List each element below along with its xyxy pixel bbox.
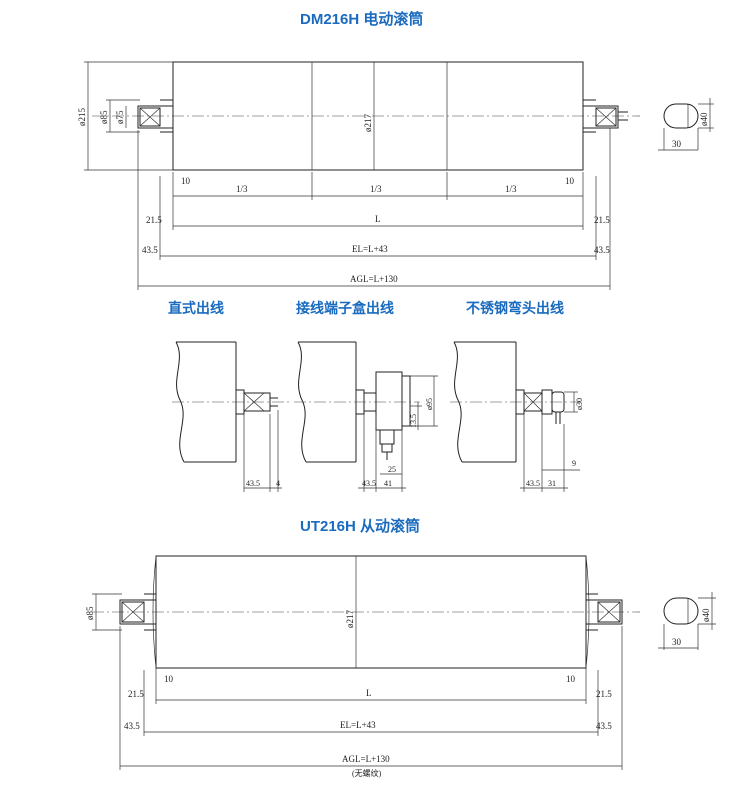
- idler-pulley-drawing: ø85 ø217 10 10 L 21.5 21.5 EL=L+43 43.5 …: [85, 555, 716, 778]
- title-terminal-box-outlet: 接线端子盒出线: [296, 300, 394, 316]
- dim-L: L: [375, 214, 381, 224]
- dim-25-box: 25: [388, 465, 396, 474]
- title-idler-pulley: UT216H 从动滚筒: [300, 518, 421, 535]
- dim-13-5-box: 13.5: [409, 414, 418, 428]
- dim-43-5-direct: 43.5: [246, 479, 260, 488]
- terminal-box-outlet-detail: ø95 13.5 25 43.5 41: [294, 341, 438, 492]
- dim-d85: ø85: [99, 110, 109, 124]
- dim-43-5-left: 43.5: [142, 245, 158, 255]
- dim-d75: ø75: [115, 110, 125, 124]
- dim-third-2: 1/3: [370, 184, 382, 194]
- dim-43-5-elbow: 43.5: [526, 479, 540, 488]
- dim-43-5-right-idler: 43.5: [596, 721, 612, 731]
- dim-43-5-box: 43.5: [362, 479, 376, 488]
- dim-ten-right-idler: 10: [566, 674, 576, 684]
- dim-30-bottom: 30: [672, 637, 682, 647]
- dim-L-idler: L: [366, 688, 372, 698]
- dim-ten-right: 10: [565, 176, 575, 186]
- dim-30-top: 30: [672, 139, 682, 149]
- direct-outlet-detail: 43.5 4: [172, 341, 290, 492]
- dim-AGL-idler: AGL=L+130: [342, 754, 390, 764]
- dim-43-5-left-idler: 43.5: [124, 721, 140, 731]
- dim-d215: ø215: [77, 108, 87, 127]
- note-no-thread: (无螺纹): [352, 768, 382, 778]
- dim-EL: EL=L+43: [352, 244, 388, 254]
- dim-4-direct: 4: [276, 479, 280, 488]
- dim-d217-idler: ø217: [345, 610, 355, 629]
- dim-d95-box: ø95: [425, 398, 434, 410]
- dim-41-box: 41: [384, 479, 392, 488]
- title-elbow-outlet: 不锈钢弯头出线: [466, 300, 564, 316]
- dim-d30-elbow: ø30: [575, 398, 584, 410]
- title-direct-outlet: 直式出线: [168, 300, 224, 316]
- dim-EL-idler: EL=L+43: [340, 720, 376, 730]
- dim-21-5-right: 21.5: [594, 215, 610, 225]
- dim-31-elbow: 31: [548, 479, 556, 488]
- dim-d85-idler: ø85: [85, 606, 95, 620]
- dim-21-5-left: 21.5: [146, 215, 162, 225]
- dim-AGL: AGL=L+130: [350, 274, 398, 284]
- dim-d40-bottom: ø40: [701, 608, 711, 622]
- dim-d40-top: ø40: [699, 112, 709, 126]
- dim-ten-left-idler: 10: [164, 674, 174, 684]
- dim-third-3: 1/3: [505, 184, 517, 194]
- dim-9-elbow: 9: [572, 459, 576, 468]
- dim-43-5-right: 43.5: [594, 245, 610, 255]
- dim-ten-left: 10: [181, 176, 191, 186]
- dim-21-5-left-idler: 21.5: [128, 689, 144, 699]
- dim-21-5-right-idler: 21.5: [596, 689, 612, 699]
- dim-d217: ø217: [363, 114, 373, 133]
- title-motor-pulley: DM216H 电动滚筒: [300, 11, 424, 28]
- elbow-outlet-detail: ø30 9 43.5 31: [450, 341, 584, 492]
- dim-third-1: 1/3: [236, 184, 248, 194]
- motor-pulley-drawing: ø215 ø85 ø75 ø217 10 10 1/3 1/3 1/3 L 21…: [77, 61, 714, 290]
